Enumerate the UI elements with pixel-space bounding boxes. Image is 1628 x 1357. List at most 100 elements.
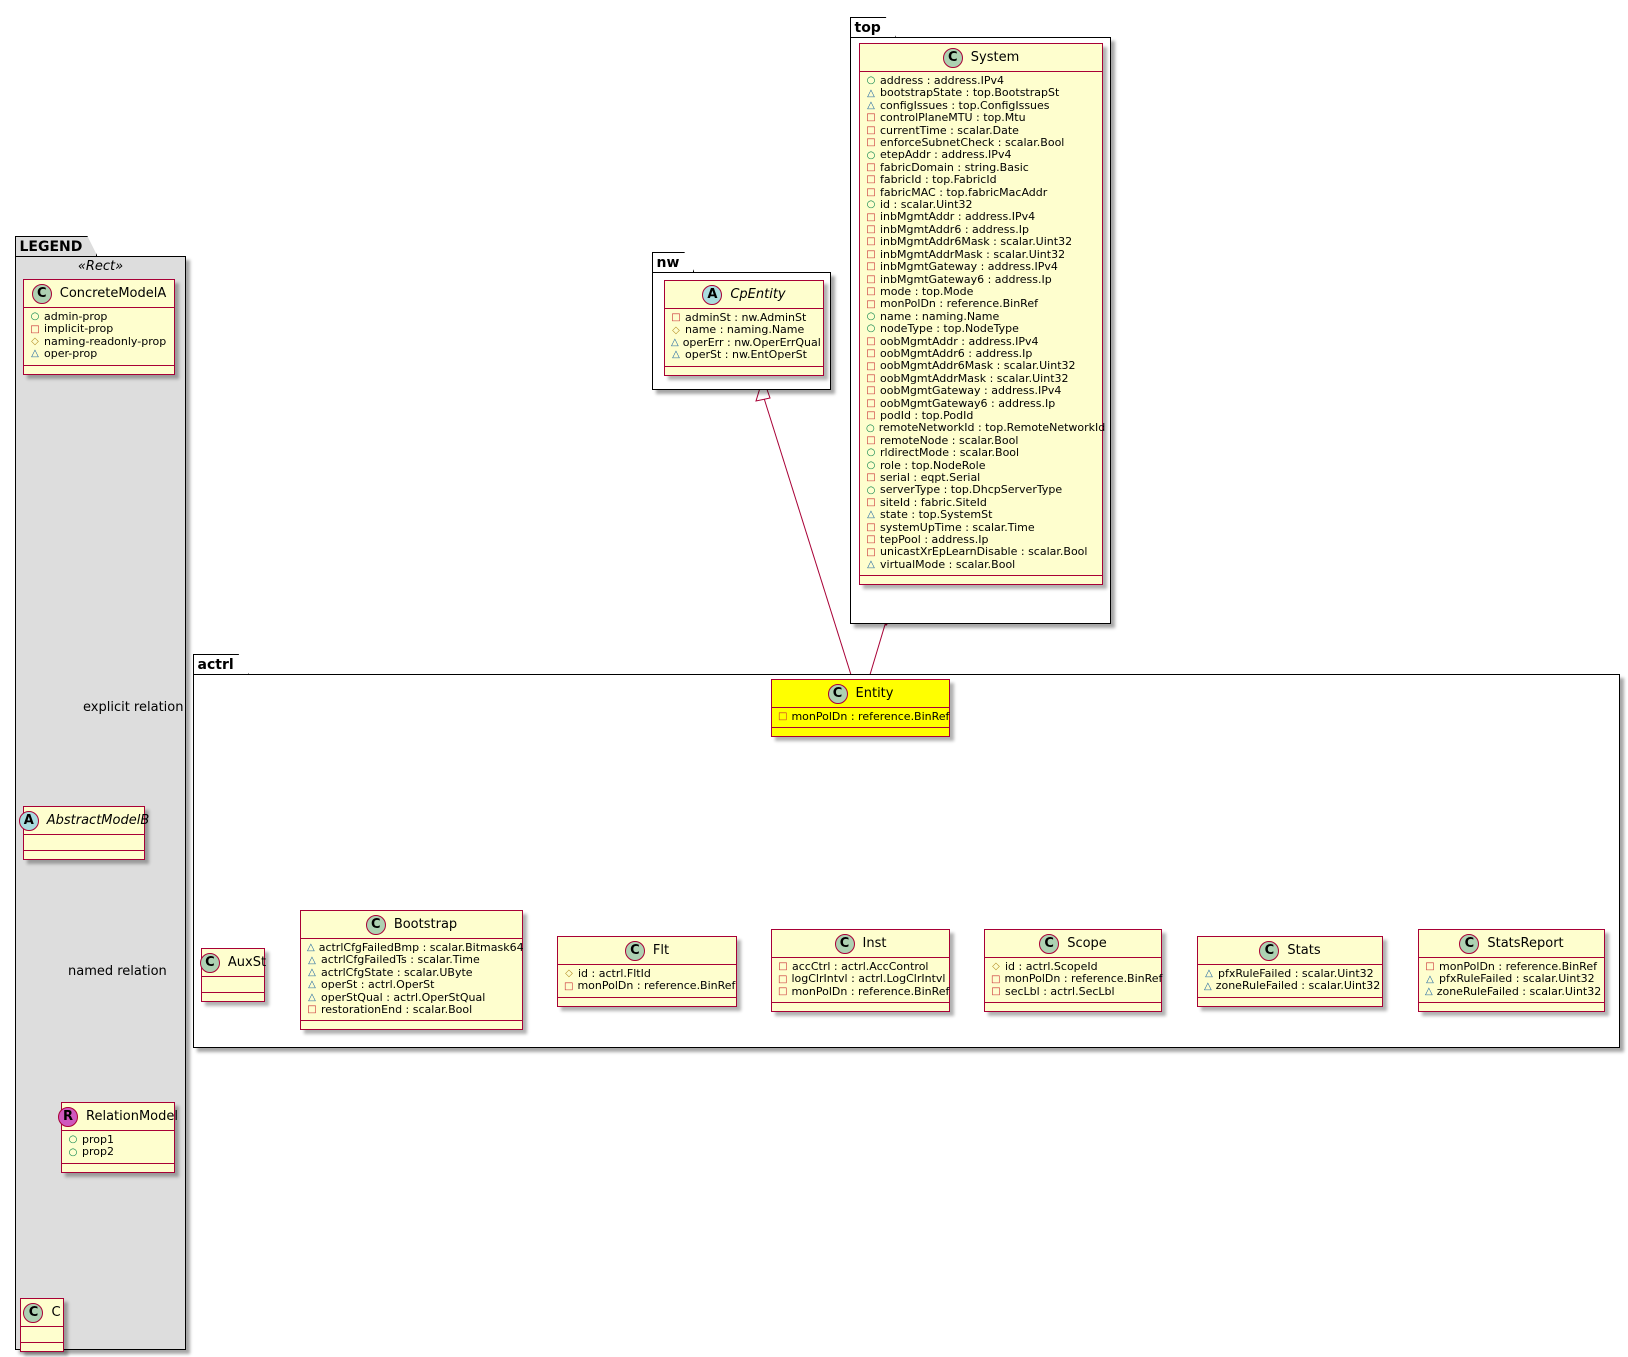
attribute-row: ○serverType : top.DhcpServerType	[866, 483, 1096, 496]
attribute-text: id : scalar.Uint32	[880, 198, 973, 212]
attribute-text: systemUpTime : scalar.Time	[880, 520, 1035, 534]
private-icon: □	[307, 1004, 317, 1016]
class-name: CpEntity	[730, 287, 786, 302]
attribute-row: □monPolDn : reference.BinRef	[778, 985, 949, 998]
attribute-text: state : top.SystemSt	[880, 508, 993, 522]
attribute-text: name : naming.Name	[685, 323, 805, 337]
package-icon: △	[31, 348, 39, 360]
class-attributes: □ accCtrl : actrl.AccControl□logClrIntvl …	[772, 958, 949, 1004]
attribute-text: id : actrl.ScopeId	[1005, 960, 1098, 973]
private-icon: □	[866, 174, 876, 186]
attribute-row: □oobMgmtGateway6 : address.Ip	[866, 397, 1096, 410]
class-name: StatsReport	[1487, 936, 1564, 951]
attribute-text: tepPool : address.Ip	[880, 533, 989, 547]
attribute-text: nodeType : top.NodeType	[880, 322, 1019, 336]
attribute-row: △zoneRuleFailed : scalar.Uint32	[1204, 979, 1380, 992]
attribute-row: △operErr : nw.OperErrQual	[671, 336, 821, 349]
class-name: System	[970, 50, 1020, 65]
private-icon: □	[866, 360, 876, 372]
attribute-row: △operStQual : actrl.OperStQual	[307, 991, 516, 1004]
private-icon: □	[866, 372, 876, 384]
attribute-text: unicastXrEpLearnDisable : scalar.Bool	[880, 545, 1088, 559]
attribute-text: inbMgmtAddr6 : address.Ip	[880, 222, 1029, 236]
private-icon: □	[866, 112, 876, 124]
attribute-row: ○name : naming.Name	[866, 310, 1096, 323]
class-methods	[24, 851, 144, 859]
private-icon: □	[991, 986, 1001, 998]
abstract-class-icon: A	[18, 810, 39, 831]
private-icon: □	[564, 980, 574, 992]
class-attributes	[21, 1327, 63, 1343]
attribute-text: adminSt : nw.AdminSt	[685, 311, 807, 324]
attribute-row: □ inbMgmtGateway : address.IPv4	[866, 260, 1096, 274]
attribute-text: configIssues : top.ConfigIssues	[880, 98, 1050, 112]
attribute-text: operSt : actrl.OperSt	[321, 978, 435, 992]
attribute-text: implicit-prop	[44, 322, 114, 336]
class-methods	[202, 993, 264, 1001]
class-attributes: ○prop1○prop2	[62, 1131, 174, 1164]
attribute-row: ◇naming-readonly-prop	[30, 335, 168, 348]
class-methods	[558, 998, 736, 1006]
class-name: C	[51, 1305, 61, 1320]
package-icon: △	[867, 87, 875, 99]
attribute-text: operSt : nw.EntOperSt	[685, 348, 807, 362]
class-icon: C	[1259, 940, 1280, 961]
attribute-row: □inbMgmtAddrMask : scalar.Uint32	[866, 248, 1096, 261]
attribute-row: □serial : eqpt.Serial	[866, 471, 1096, 484]
actrl-package-tab: actrl	[193, 654, 249, 674]
class-attributes: ○address : address.IPv4△bootstrapState :…	[860, 72, 1105, 577]
attribute-text: monPolDn : reference.BinRef	[1004, 972, 1163, 986]
private-icon: □	[778, 986, 788, 998]
attribute-row: □logClrIntvl : actrl.LogClrIntvl	[778, 972, 945, 985]
attribute-row: ◇id : actrl.FltId	[564, 967, 730, 980]
package-icon: △	[1426, 973, 1434, 985]
private-icon: □	[866, 224, 876, 236]
attribute-row: □ inbMgmtAddr6 : address.Ip	[866, 222, 1096, 236]
attribute-row: □oobMgmtAddr6Mask : scalar.Uint32	[866, 359, 1096, 372]
private-icon: □	[866, 261, 876, 273]
attribute-text: inbMgmtGateway : address.IPv4	[880, 260, 1058, 274]
attribute-text: monPolDn : reference.BinRef	[791, 984, 950, 998]
attribute-row: □enforceSubnetCheck : scalar.Bool	[866, 136, 1096, 149]
class-attributes: △actrlCfgFailedBmp : scalar.Bitmask64△ac…	[301, 939, 524, 1022]
class-methods	[772, 1003, 949, 1011]
attribute-text: virtualMode : scalar.Bool	[880, 557, 1016, 571]
class-name: Entity	[855, 686, 894, 701]
package-icon: △	[867, 509, 875, 521]
attribute-row: ○etepAddr : address.IPv4	[866, 149, 1096, 162]
attribute-row: □inbMgmtGateway6 : address.Ip	[866, 273, 1096, 286]
attribute-text: id : actrl.FltId	[578, 967, 651, 980]
attribute-text: prop2	[82, 1145, 114, 1159]
class-methods	[665, 367, 823, 375]
class-methods	[301, 1021, 522, 1029]
public-icon: ○	[866, 310, 876, 322]
attribute-row: □mode : top.Mode	[866, 285, 1096, 298]
package-icon: △	[867, 559, 875, 571]
attribute-text: fabricMAC : top.fabricMacAddr	[880, 185, 1048, 199]
top-package-tab: top	[850, 17, 896, 37]
attribute-text: accCtrl : actrl.AccControl	[792, 960, 929, 973]
public-icon: ○	[866, 459, 876, 471]
public-icon: ○	[866, 422, 875, 434]
attribute-text: oobMgmtAddr6 : address.Ip	[880, 346, 1033, 360]
attribute-row: ○nodeType : top.NodeType	[866, 322, 1096, 336]
attribute-row: □secLbl : actrl.SecLbl	[991, 985, 1155, 998]
private-icon: □	[866, 137, 876, 149]
attribute-text: rldirectMode : scalar.Bool	[880, 446, 1020, 460]
